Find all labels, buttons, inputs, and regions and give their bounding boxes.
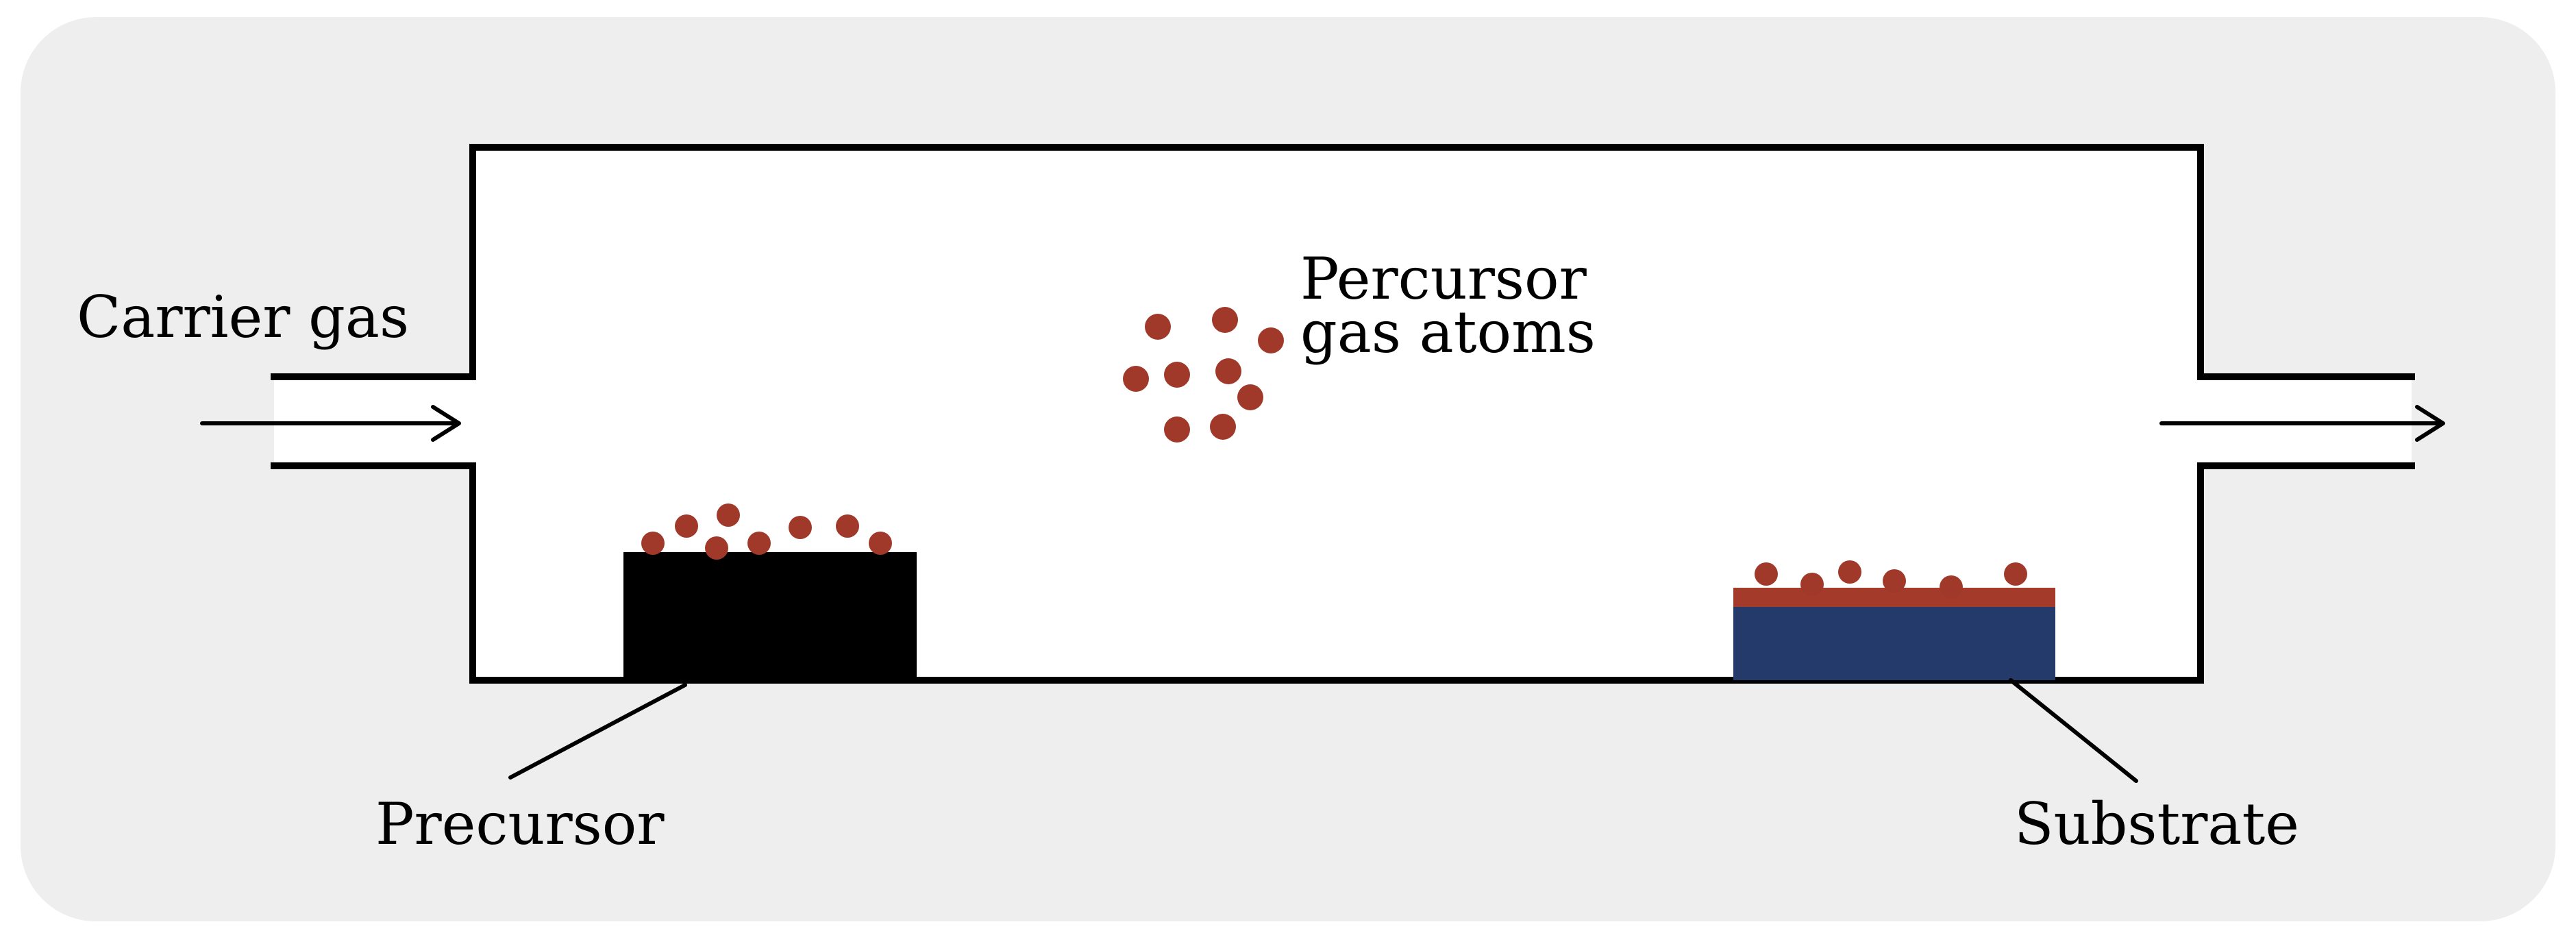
gas-atom [1164,362,1190,388]
deposited-atom [2004,562,2027,586]
gas-atom [1212,307,1238,333]
percursor-gas-atoms-label-line2: gas atoms [1300,299,1596,366]
precursor-atom [717,503,740,527]
deposited-atom [1940,575,1963,599]
precursor-atom [705,536,728,560]
gas-atom [1164,416,1190,443]
precursor-atom [641,532,665,555]
deposited-atom [1883,569,1906,593]
precursor-atom [675,514,698,538]
substrate-leader-line [2009,678,2138,783]
gas-atom [1210,414,1236,440]
chamber-interior [274,147,2412,680]
substrate-block [1733,606,2055,680]
gas-atom-cluster [1123,307,1284,443]
outlet-arrow-head [2415,405,2445,442]
deposited-atom [1755,562,1778,586]
precursor-surface-atoms [641,503,892,560]
substrate-label: Substrate [2014,791,2299,858]
substrate-surface-atoms [1755,560,2027,599]
leader-lines [508,678,2138,783]
chamber-wall-top [271,144,2415,380]
gas-atom [1258,327,1284,353]
gas-atom [1145,314,1171,340]
inlet-arrow-head [431,405,461,442]
carrier-gas-label: Carrier gas [77,284,409,351]
precursor-leader-line [508,683,687,780]
deposited-atom [1800,573,1824,596]
precursor-block [623,552,917,680]
gas-flow-arrows [200,405,2445,442]
gas-atom [1123,366,1149,392]
percursor-gas-atoms-label-line1: Percursor [1300,245,1587,312]
precursor-atom [836,514,859,538]
precursor-atom [747,532,771,555]
precursor-atom [789,516,812,539]
deposited-atom [1838,560,1861,584]
reactor-chamber [271,144,2415,684]
gas-atom [1215,358,1241,384]
gas-atom [1237,384,1263,410]
chamber-wall-bottom [271,462,2415,684]
precursor-label: Precursor [375,791,665,858]
precursor-atom [869,532,892,555]
